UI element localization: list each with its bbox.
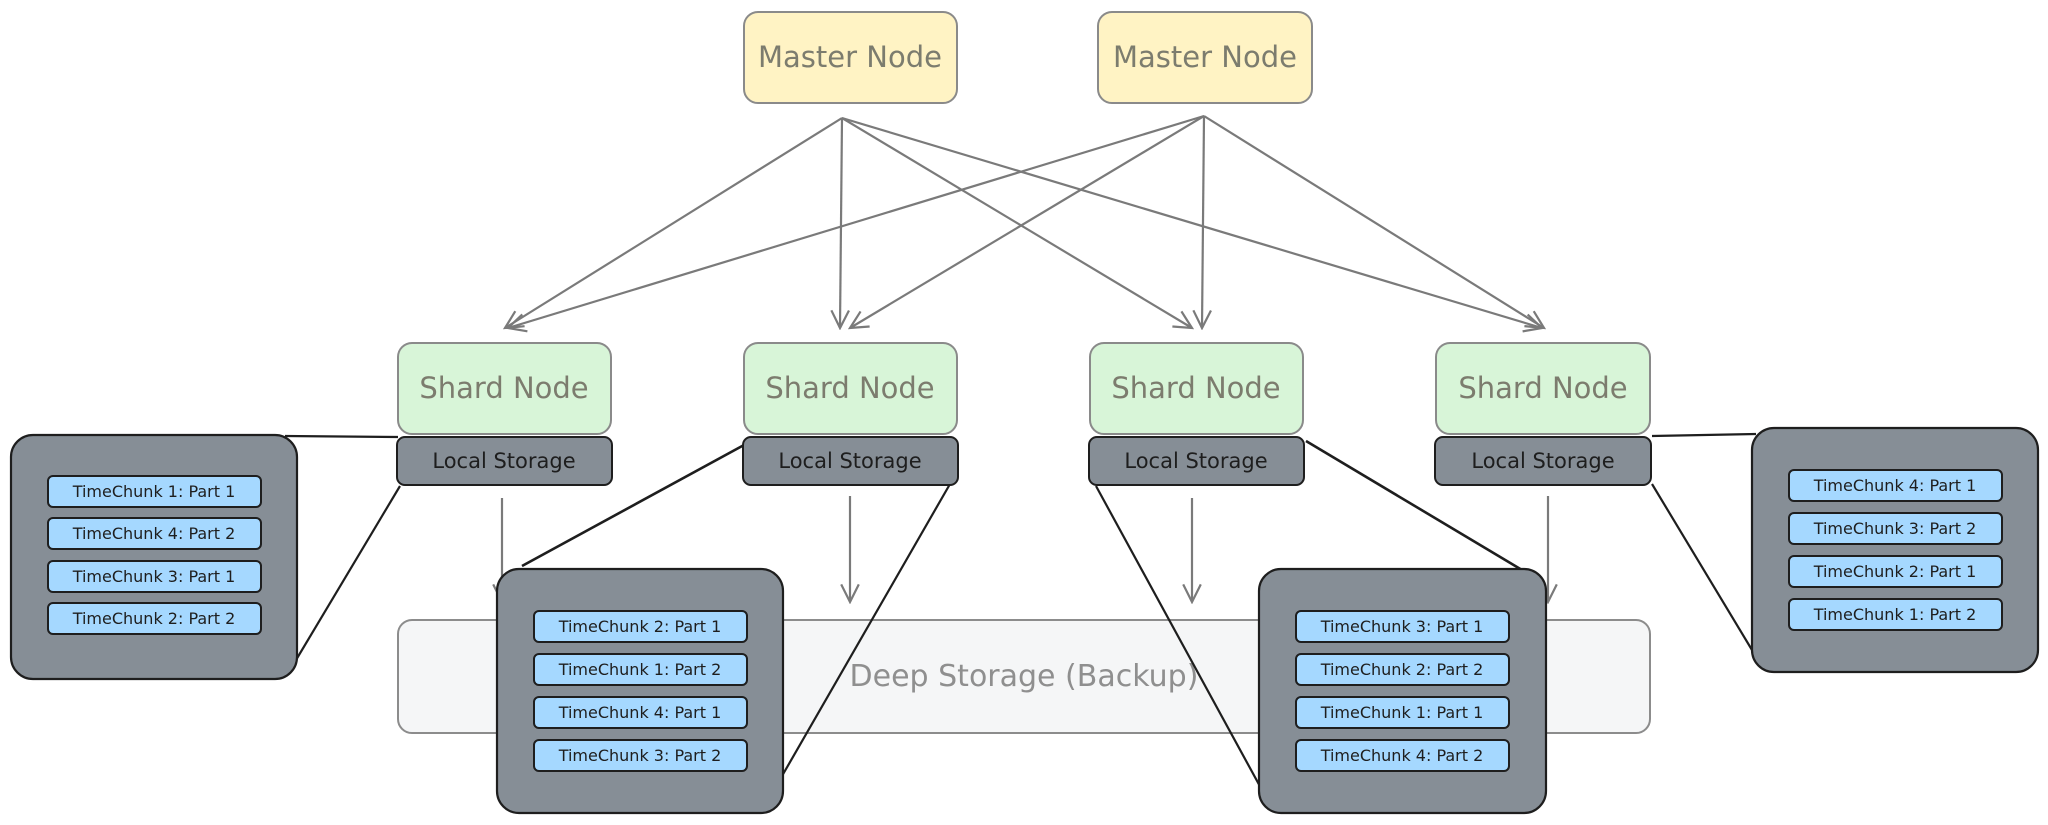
chunk-item: TimeChunk 4: Part 1 — [1788, 469, 2003, 502]
chunk-label: TimeChunk 2: Part 1 — [1813, 562, 1977, 581]
storage-panel-3: TimeChunk 3: Part 1 TimeChunk 2: Part 2 … — [1257, 567, 1548, 815]
chunk-item: TimeChunk 1: Part 2 — [533, 653, 748, 686]
chunk-label: TimeChunk 4: Part 1 — [1813, 476, 1977, 495]
chunk-label: TimeChunk 1: Part 1 — [1320, 703, 1484, 722]
chunk-item: TimeChunk 1: Part 1 — [1295, 696, 1510, 729]
chunk-label: TimeChunk 1: Part 1 — [72, 482, 236, 501]
local-storage-label: Local Storage — [1471, 449, 1614, 473]
shard-node-label: Shard Node — [1111, 371, 1280, 405]
chunk-label: TimeChunk 4: Part 2 — [1320, 746, 1484, 765]
chunk-label: TimeChunk 3: Part 2 — [558, 746, 722, 765]
chunk-item: TimeChunk 4: Part 2 — [1295, 739, 1510, 772]
edge-master1-shard4 — [841, 116, 1542, 328]
chunk-label: TimeChunk 2: Part 2 — [72, 609, 236, 628]
chunk-item: TimeChunk 2: Part 2 — [47, 602, 262, 635]
local-storage-label: Local Storage — [432, 449, 575, 473]
chunk-item: TimeChunk 4: Part 1 — [533, 696, 748, 729]
local-storage-label: Local Storage — [1124, 449, 1267, 473]
shard-node-3: Shard Node Local Storage — [1088, 342, 1305, 486]
shard-node-label: Shard Node — [765, 371, 934, 405]
chunk-label: TimeChunk 3: Part 2 — [1813, 519, 1977, 538]
chunk-item: TimeChunk 2: Part 1 — [1788, 555, 2003, 588]
zoom-connectors — [284, 432, 1757, 791]
shard-node-label: Shard Node — [419, 371, 588, 405]
master-node-label: Master Node — [1113, 40, 1297, 74]
shard-node-1: Shard Node Local Storage — [396, 342, 613, 486]
chunk-item: TimeChunk 2: Part 1 — [533, 610, 748, 643]
edge-master1-shard3 — [841, 117, 1192, 328]
chunk-item: TimeChunk 3: Part 1 — [1295, 610, 1510, 643]
local-storage-label: Local Storage — [778, 449, 921, 473]
local-storage — [1434, 436, 1652, 486]
chunk-item: TimeChunk 3: Part 2 — [533, 739, 748, 772]
chunk-item: TimeChunk 1: Part 2 — [1788, 598, 2003, 631]
local-storage — [396, 436, 613, 486]
storage-panel-2: TimeChunk 2: Part 1 TimeChunk 1: Part 2 … — [495, 567, 785, 815]
edge-master2-shard2 — [850, 115, 1205, 328]
chunk-label: TimeChunk 2: Part 2 — [1320, 660, 1484, 679]
shard-node-2: Shard Node Local Storage — [742, 342, 959, 486]
edge-master2-shard4 — [1203, 115, 1544, 328]
edge-master2-shard3 — [1202, 115, 1204, 328]
storage-panel-4: TimeChunk 4: Part 1 TimeChunk 3: Part 2 … — [1750, 426, 2040, 674]
chunk-item: TimeChunk 3: Part 1 — [47, 560, 262, 593]
deep-storage-label: Deep Storage (Backup) — [850, 659, 1199, 694]
storage-panel-1: TimeChunk 1: Part 1 TimeChunk 4: Part 2 … — [9, 433, 299, 681]
shard-node-label: Shard Node — [1458, 371, 1627, 405]
master-node-2: Master Node — [1097, 11, 1313, 104]
chunk-item: TimeChunk 2: Part 2 — [1295, 653, 1510, 686]
master-shard-edges — [505, 114, 1544, 328]
chunk-label: TimeChunk 1: Part 2 — [1813, 605, 1977, 624]
master-node-1: Master Node — [743, 11, 958, 104]
chunk-label: TimeChunk 1: Part 2 — [558, 660, 722, 679]
chunk-label: TimeChunk 4: Part 1 — [558, 703, 722, 722]
chunk-label: TimeChunk 2: Part 1 — [558, 617, 722, 636]
chunk-label: TimeChunk 3: Part 1 — [72, 567, 236, 586]
chunk-label: TimeChunk 3: Part 1 — [1320, 617, 1484, 636]
local-storage — [742, 436, 959, 486]
edge-master1-shard1 — [505, 117, 843, 328]
edge-master1-shard2 — [840, 117, 842, 328]
master-node-label: Master Node — [758, 40, 942, 74]
edge-master2-shard1 — [508, 114, 1205, 328]
chunk-item: TimeChunk 3: Part 2 — [1788, 512, 2003, 545]
chunk-label: TimeChunk 4: Part 2 — [72, 524, 236, 543]
chunk-item: TimeChunk 1: Part 1 — [47, 475, 262, 508]
shard-node-4: Shard Node Local Storage — [1434, 342, 1652, 486]
chunk-item: TimeChunk 4: Part 2 — [47, 517, 262, 550]
local-storage — [1088, 436, 1305, 486]
